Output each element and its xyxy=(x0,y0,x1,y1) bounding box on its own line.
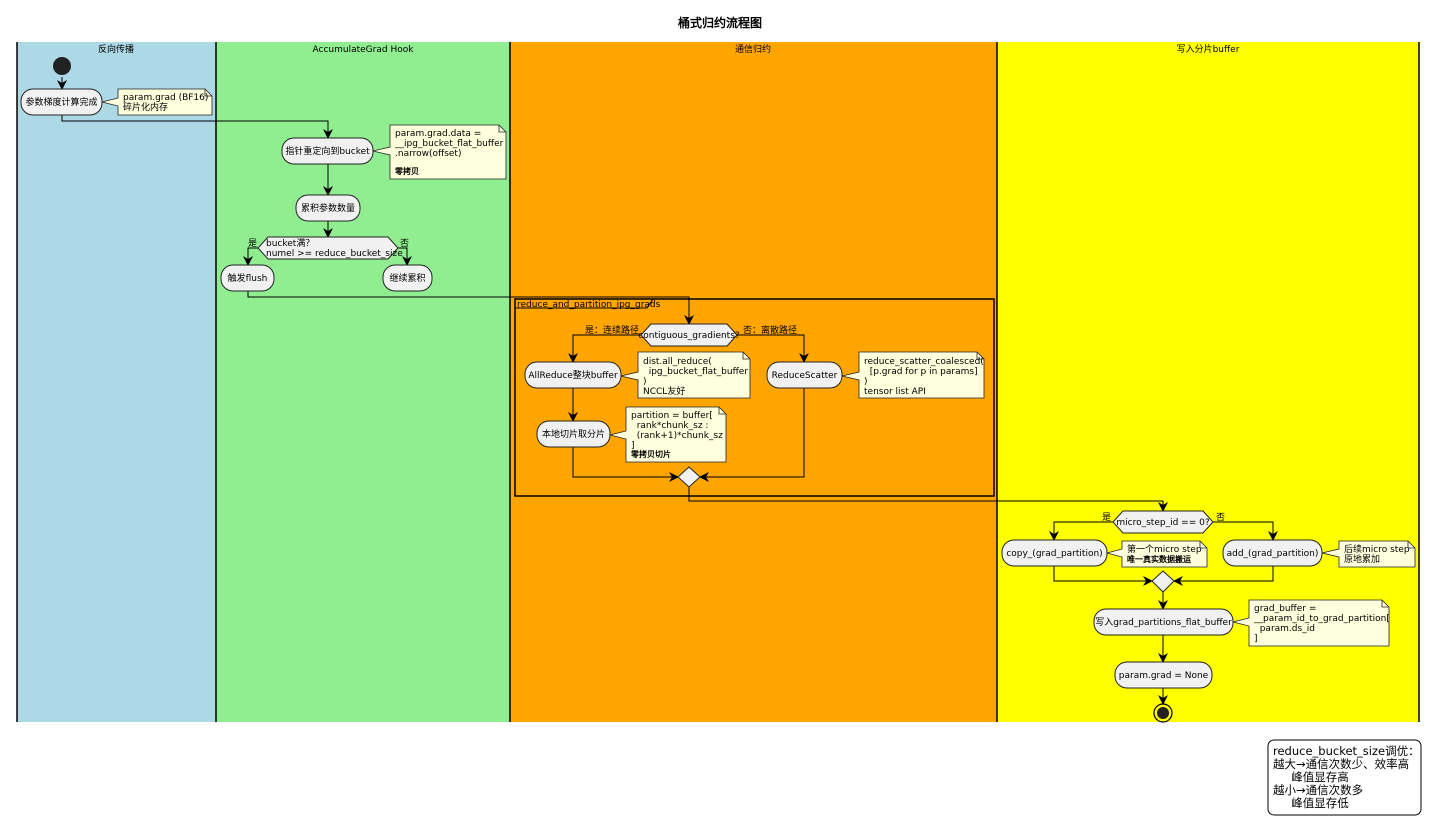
svg-text:param.ds_id: param.ds_id xyxy=(1254,624,1315,634)
note-reduce-scatter: reduce_scatter_coalesced( [p.grad for p … xyxy=(841,351,985,399)
svg-text:bucket满？: bucket满？ xyxy=(266,238,314,249)
activity-redirect: 指针重定向到bucket xyxy=(281,137,374,165)
svg-text:grad_buffer =: grad_buffer = xyxy=(1254,604,1316,614)
lane-label-backward: 反向传播 xyxy=(98,43,134,55)
note-later-micro: 后续micro step 原地累加 xyxy=(1321,540,1416,568)
activity-continue: 继续累积 xyxy=(382,264,433,292)
decision-bucket-yes: 是 xyxy=(248,238,257,249)
svg-text:原地累加: 原地累加 xyxy=(1344,553,1380,565)
svg-text:partition = buffer[: partition = buffer[ xyxy=(631,411,713,421)
activity-accumulate: 累积参数数量 xyxy=(295,194,361,222)
svg-text:峰值显存低: 峰值显存低 xyxy=(1273,796,1349,810)
end-node-inner xyxy=(1157,707,1169,719)
activity-write: 写入grad_partitions_flat_buffer xyxy=(1093,608,1234,636)
note-zero-copy: param.grad.data = __ipg_bucket_flat_buff… xyxy=(372,124,507,180)
svg-text:numel >= reduce_bucket_size: numel >= reduce_bucket_size xyxy=(266,249,403,259)
svg-text:AllReduce整块buffer: AllReduce整块buffer xyxy=(528,369,618,381)
svg-text:参数梯度计算完成: 参数梯度计算完成 xyxy=(25,96,97,108)
diagram-title: 桶式归约流程图 xyxy=(678,15,762,30)
merge-diamond-comm xyxy=(677,466,701,488)
lane-label-write: 写入分片buffer xyxy=(1177,43,1240,55)
svg-text:峰值显存高: 峰值显存高 xyxy=(1273,770,1349,784)
svg-text:(rank+1)*chunk_sz: (rank+1)*chunk_sz xyxy=(631,431,723,441)
activity-add: add_(grad_partition) xyxy=(1222,539,1323,567)
svg-text:[p.grad for p in params]: [p.grad for p in params] xyxy=(864,367,978,377)
start-node xyxy=(53,57,71,75)
svg-text:零拷贝: 零拷贝 xyxy=(394,166,419,176)
svg-text:]: ] xyxy=(631,441,635,451)
svg-text:__ipg_bucket_flat_buffer: __ipg_bucket_flat_buffer xyxy=(394,139,504,149)
activity-allreduce: AllReduce整块buffer xyxy=(524,361,622,389)
lane-borders xyxy=(16,42,1420,722)
legend-box: reduce_bucket_size调优： 越大→通信次数少、效率高 峰值显存高… xyxy=(1267,739,1422,816)
svg-text:越小→通信次数多: 越小→通信次数多 xyxy=(1273,783,1363,797)
note-all-reduce: dist.all_reduce( ipg_bucket_flat_buffer … xyxy=(620,351,751,399)
svg-text:继续累积: 继续累积 xyxy=(389,272,425,284)
activity-reduce-scatter: ReduceScatter xyxy=(766,361,843,389)
svg-text:reduce_scatter_coalesced(: reduce_scatter_coalesced( xyxy=(864,357,984,367)
svg-text:copy_(grad_partition): copy_(grad_partition) xyxy=(1006,549,1102,559)
activity-local-slice: 本地切片取分片 xyxy=(536,420,611,448)
note-grad-buffer: grad_buffer = __param_id_to_grad_partiti… xyxy=(1232,599,1390,647)
svg-text:碎片化内存: 碎片化内存 xyxy=(123,101,168,113)
svg-text:dist.all_reduce(: dist.all_reduce( xyxy=(643,357,712,367)
svg-text:.narrow(offset): .narrow(offset) xyxy=(395,149,461,159)
svg-text:micro_step_id == 0?: micro_step_id == 0? xyxy=(1116,518,1209,528)
svg-text:零拷贝切片: 零拷贝切片 xyxy=(630,449,671,459)
svg-text:累积参数数量: 累积参数数量 xyxy=(301,202,355,214)
decision-contiguous-yes: 是：连续路径 xyxy=(585,324,639,336)
note-first-micro: 第一个micro step 唯一真实数据搬运 xyxy=(1105,540,1208,568)
svg-text:param.grad (BF16): param.grad (BF16) xyxy=(123,93,208,103)
svg-text:param.grad.data =: param.grad.data = xyxy=(395,129,481,139)
svg-text:): ) xyxy=(864,377,868,387)
svg-text:tensor list API: tensor list API xyxy=(864,387,926,397)
decision-bucket-no: 否 xyxy=(400,238,409,249)
lane-label-hook: AccumulateGrad Hook xyxy=(313,45,415,55)
connectors xyxy=(57,77,1278,705)
svg-text:ReduceScatter: ReduceScatter xyxy=(772,371,838,381)
decision-contiguous: contiguous_gradients? xyxy=(638,323,740,347)
svg-text:param.grad = None: param.grad = None xyxy=(1119,671,1209,681)
svg-text:越大→通信次数少、效率高: 越大→通信次数少、效率高 xyxy=(1273,757,1409,771)
svg-text:后续micro step: 后续micro step xyxy=(1344,543,1410,555)
end-node-outer xyxy=(1153,703,1173,723)
svg-text:本地切片取分片: 本地切片取分片 xyxy=(542,428,605,440)
group-tab xyxy=(515,298,654,309)
svg-text:__param_id_to_grad_partition[: __param_id_to_grad_partition[ xyxy=(1253,614,1390,624)
svg-text:reduce_bucket_size调优：: reduce_bucket_size调优： xyxy=(1273,744,1420,758)
lane-backward xyxy=(17,42,216,722)
svg-text:唯一真实数据搬运: 唯一真实数据搬运 xyxy=(1127,554,1191,564)
decision-micro-no: 否 xyxy=(1216,512,1225,523)
decision-bucket-full: bucket满？ numel >= reduce_bucket_size xyxy=(257,236,403,260)
lane-label-comm: 通信归约 xyxy=(735,43,771,55)
decision-micro-yes: 是 xyxy=(1102,512,1111,523)
svg-text:ipg_bucket_flat_buffer: ipg_bucket_flat_buffer xyxy=(643,367,748,377)
group-label: reduce_and_partition_ipg_grads xyxy=(517,300,661,310)
svg-text:rank*chunk_sz :: rank*chunk_sz : xyxy=(631,421,708,431)
decision-contiguous-no: 否：离散路径 xyxy=(743,324,797,336)
svg-text:指针重定向到bucket: 指针重定向到bucket xyxy=(285,145,370,157)
group-frame xyxy=(514,298,995,497)
svg-text:contiguous_gradients?: contiguous_gradients? xyxy=(638,331,740,341)
decision-micro: micro_step_id == 0? xyxy=(1112,510,1214,534)
svg-text:第一个micro step: 第一个micro step xyxy=(1127,543,1202,555)
svg-text:触发flush: 触发flush xyxy=(228,272,268,284)
svg-text:写入grad_partitions_flat_buffer: 写入grad_partitions_flat_buffer xyxy=(1095,617,1232,628)
svg-text:]: ] xyxy=(1254,634,1258,644)
activity-set-none: param.grad = None xyxy=(1114,661,1213,689)
activity-flush: 触发flush xyxy=(220,264,275,292)
svg-text:): ) xyxy=(643,377,647,387)
note-partition: partition = buffer[ rank*chunk_sz : (ran… xyxy=(609,406,727,463)
svg-text:NCCL友好: NCCL友好 xyxy=(643,385,685,397)
merge-diamond-write xyxy=(1151,570,1175,593)
activity-grad-done: 参数梯度计算完成 xyxy=(20,88,103,116)
note-param-grad: param.grad (BF16) 碎片化内存 xyxy=(101,88,213,116)
svg-text:add_(grad_partition): add_(grad_partition) xyxy=(1227,549,1319,559)
activity-copy: copy_(grad_partition) xyxy=(1001,539,1108,567)
